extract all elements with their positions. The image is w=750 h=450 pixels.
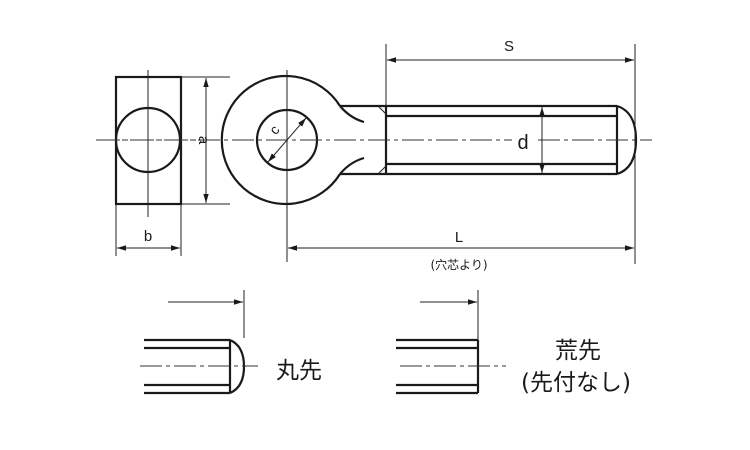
eye-neck-upper <box>339 105 365 124</box>
round-tip-label: 丸先 <box>276 358 322 384</box>
dimension-c-label: c <box>266 122 283 138</box>
variant-flat-tip: 荒先 (先付なし) <box>396 290 631 396</box>
eye-outer-ring <box>220 74 341 206</box>
l-note-from-hole-center: (穴芯より) <box>430 257 487 272</box>
flat-tip-label: 荒先 <box>555 338 601 364</box>
dimension-l-label: L <box>455 229 463 246</box>
d-label-bg <box>512 130 534 150</box>
variant-round-tip: 丸先 <box>140 290 322 395</box>
chamfer-top <box>377 105 387 115</box>
front-view: c d S L (穴芯より) <box>96 38 652 272</box>
chamfer-bottom <box>377 165 387 175</box>
eye-neck-lower <box>339 156 365 175</box>
flat-tip-sublabel: (先付なし) <box>521 370 631 396</box>
side-view: a b <box>98 70 230 256</box>
dimension-s-label: S <box>504 38 514 55</box>
dimension-b-label: b <box>144 228 152 245</box>
dimension-d-label: d <box>517 132 528 154</box>
